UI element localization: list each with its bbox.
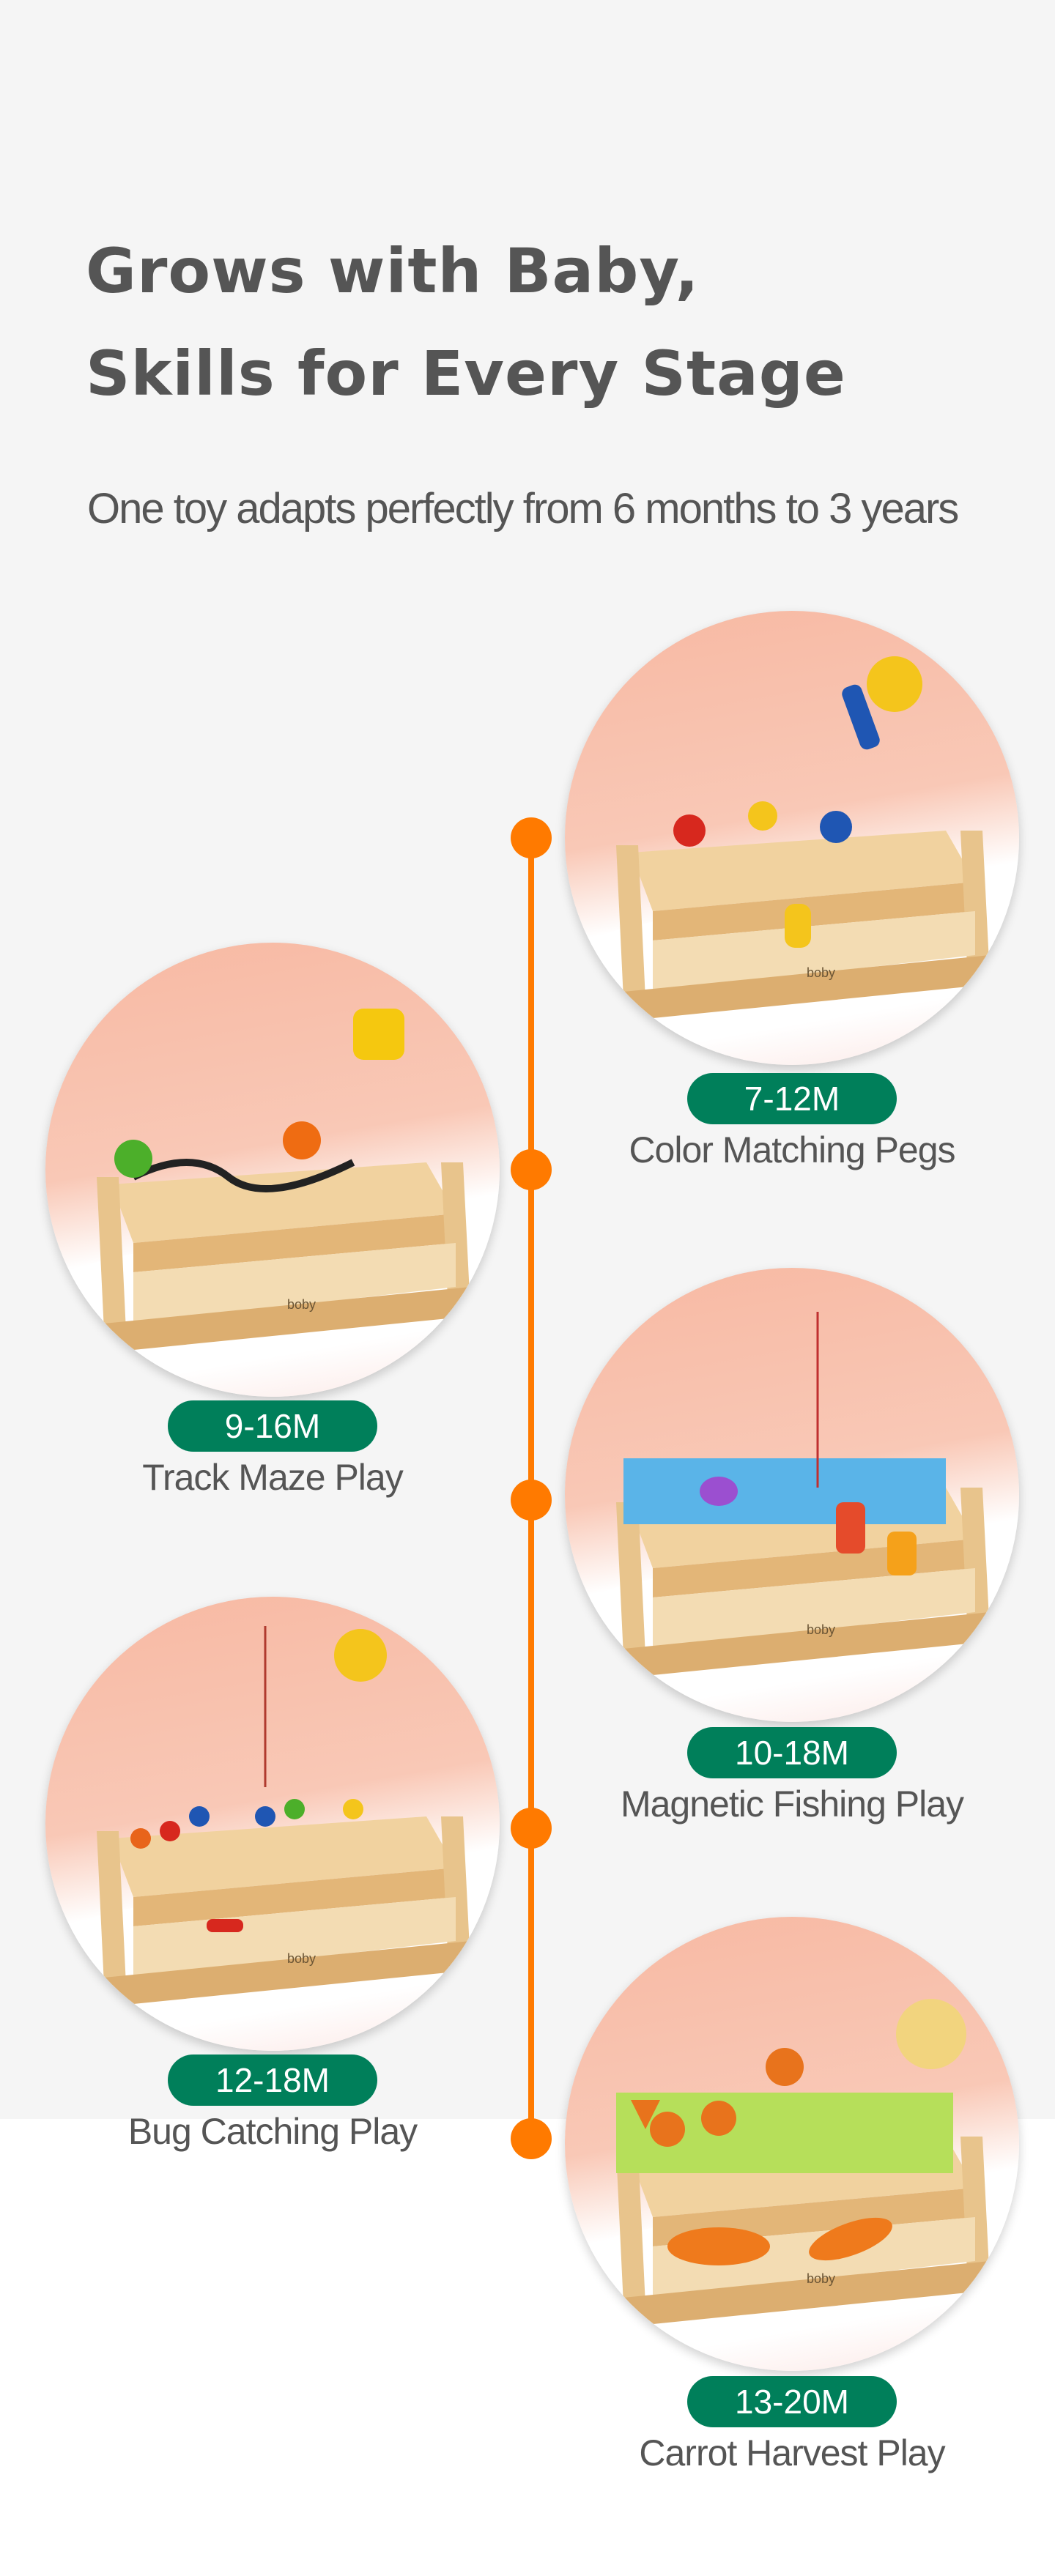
toy-illustration: boby: [580, 656, 1004, 1021]
age-badge: 12-18M: [168, 2055, 377, 2106]
page-subtitle: One toy adapts perfectly from 6 months t…: [87, 485, 959, 532]
age-badge: 9-16M: [168, 1400, 377, 1452]
toy-illustration: boby: [60, 1626, 485, 2007]
stage-label: Magnetic Fishing Play: [620, 1783, 964, 1825]
brand-logo: boby: [807, 965, 835, 980]
brand-logo: boby: [287, 1297, 316, 1312]
toy-illustration: boby: [580, 1312, 1004, 1678]
stage-photo: boby: [565, 1917, 1019, 2371]
age-badge: 13-20M: [687, 2376, 897, 2427]
toy-illustration: boby: [580, 1999, 1004, 2327]
stage-label: Bug Catching Play: [127, 2111, 418, 2152]
stage-label: Color Matching Pegs: [629, 1129, 955, 1170]
age-badge: 7-12M: [687, 1073, 897, 1124]
stage-label: Carrot Harvest Play: [639, 2432, 945, 2473]
timeline-dot: [511, 817, 552, 858]
brand-logo: boby: [287, 1951, 316, 1966]
timeline-dot: [511, 1808, 552, 1849]
stage-photo: boby: [565, 1268, 1019, 1722]
stage-photo: boby: [45, 943, 500, 1397]
page-title: Grows with Baby, Skills for Every Stage: [86, 220, 846, 425]
timeline-dot: [511, 2118, 552, 2159]
stage-photo: boby: [45, 1597, 500, 2051]
stage-label: Track Maze Play: [142, 1457, 403, 1498]
brand-logo: boby: [807, 2271, 835, 2286]
title-line-2: Skills for Every Stage: [86, 338, 846, 409]
brand-logo: boby: [807, 1622, 835, 1637]
title-line-1: Grows with Baby,: [86, 235, 700, 307]
timeline-dot: [511, 1149, 552, 1190]
timeline-dot: [511, 1480, 552, 1521]
toy-illustration: boby: [60, 1009, 485, 1353]
age-badge: 10-18M: [687, 1727, 897, 1778]
stage-photo: boby: [565, 611, 1019, 1065]
